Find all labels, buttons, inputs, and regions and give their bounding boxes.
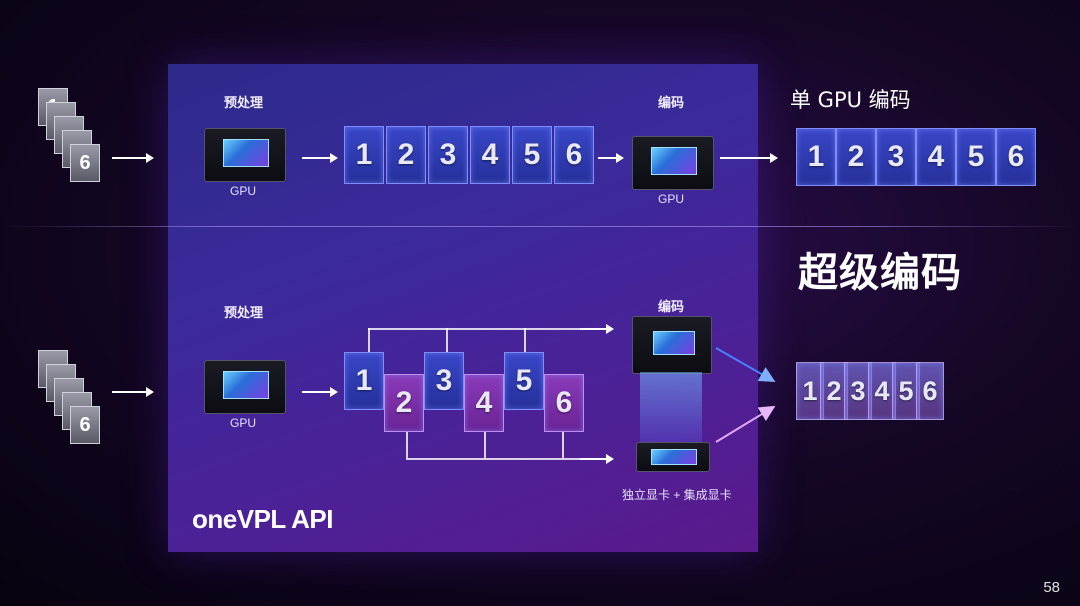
frame: 3 xyxy=(876,128,916,186)
preprocess-label: 预处理 xyxy=(224,306,264,321)
frame: 3 xyxy=(428,126,468,184)
frame-odd: 3 xyxy=(424,352,464,410)
arrow xyxy=(112,387,154,397)
gpu-label: GPU xyxy=(230,184,257,198)
preprocess-label: 预处理 xyxy=(224,96,264,111)
arrow xyxy=(112,153,154,163)
arrow xyxy=(580,454,614,464)
frame: 1 xyxy=(344,126,384,184)
arrow xyxy=(598,153,624,163)
super-encode-title: 超级编码 xyxy=(798,250,962,296)
stack-card: 6 xyxy=(70,144,100,182)
encode-label: 编码 xyxy=(658,300,685,315)
single-gpu-title: 单 GPU 编码 xyxy=(790,88,911,112)
frame-even: 6 xyxy=(544,374,584,432)
route-line xyxy=(406,432,408,458)
gpu-label: GPU xyxy=(230,416,257,430)
gpu-label: GPU xyxy=(658,192,685,206)
frame: 1 xyxy=(796,128,836,186)
arrow xyxy=(302,153,338,163)
frame: 5 xyxy=(956,128,996,186)
route-line xyxy=(446,328,448,352)
frame: 6 xyxy=(554,126,594,184)
frame-odd: 1 xyxy=(344,352,384,410)
arrow xyxy=(302,387,338,397)
data-stream xyxy=(640,372,702,442)
frame-odd: 5 xyxy=(504,352,544,410)
integrated-gpu-chip xyxy=(636,442,710,472)
frame: 6 xyxy=(916,362,944,420)
arrow xyxy=(580,324,614,334)
onevpl-api-title: oneVPL API xyxy=(192,504,333,534)
gpu-chip-icon xyxy=(632,136,714,190)
frame: 6 xyxy=(996,128,1036,186)
route-line xyxy=(524,328,526,352)
route-line xyxy=(562,432,564,458)
arrow xyxy=(720,153,778,163)
frame: 5 xyxy=(892,362,920,420)
route-line-bottom xyxy=(406,458,600,460)
encode-label: 编码 xyxy=(658,96,685,111)
discrete-gpu-chip xyxy=(632,316,712,374)
frame: 2 xyxy=(836,128,876,186)
route-line xyxy=(484,432,486,458)
frame: 4 xyxy=(916,128,956,186)
frame-even: 2 xyxy=(384,374,424,432)
route-line-top xyxy=(368,328,600,330)
gpu-chip-icon xyxy=(204,128,286,182)
frame: 2 xyxy=(386,126,426,184)
page-number: 58 xyxy=(1043,579,1060,596)
frame: 4 xyxy=(470,126,510,184)
stack-card: 6 xyxy=(70,406,100,444)
gpu-chip-icon xyxy=(204,360,286,414)
section-divider xyxy=(0,226,1080,227)
frame: 2 xyxy=(820,362,848,420)
route-line xyxy=(368,328,370,352)
frame: 5 xyxy=(512,126,552,184)
merge-arrows xyxy=(715,347,776,443)
dual-gpu-label: 独立显卡 + 集成显卡 xyxy=(622,488,732,502)
frame-even: 4 xyxy=(464,374,504,432)
